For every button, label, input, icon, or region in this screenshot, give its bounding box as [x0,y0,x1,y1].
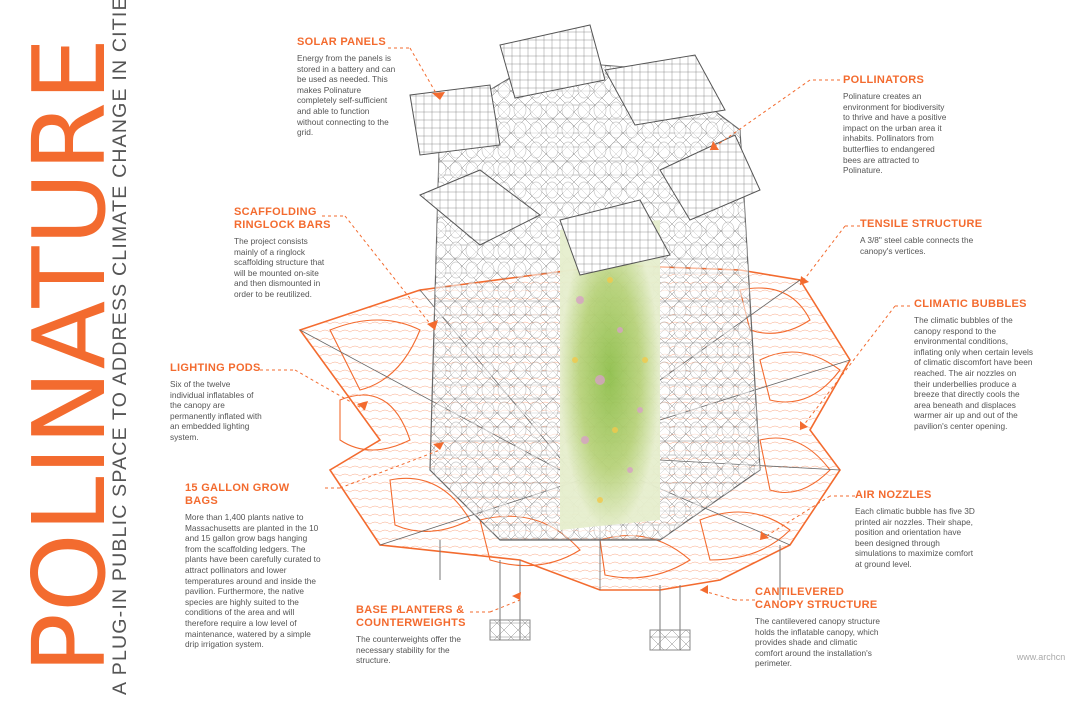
callout-body: More than 1,400 plants native to Massach… [185,512,321,650]
callout-base-planters: BASE PLANTERS & COUNTERWEIGHTS The count… [356,604,474,666]
callout-tensile: TENSILE STRUCTURE A 3/8" steel cable con… [860,218,985,256]
callout-body: The counterweights offer the necessary s… [356,634,462,666]
callout-air-nozzles: AIR NOZZLES Each climatic bubble has fiv… [855,489,975,570]
callout-body: A 3/8" steel cable connects the canopy's… [860,235,974,256]
callout-heading: CLIMATIC BUBBLES [914,298,1027,310]
callout-heading: BASE PLANTERS & COUNTERWEIGHTS [356,604,466,629]
callout-body: Polinature creates an environment for bi… [843,91,947,176]
callout-climatic-bubbles: CLIMATIC BUBBLES The climatic bubbles of… [914,298,1034,432]
callout-pollinators: POLLINATORS Polinature creates an enviro… [843,74,949,176]
watermark: www.archcn [1016,652,1066,662]
callout-grow-bags: 15 GALLON GROW BAGS More than 1,400 plan… [185,482,325,650]
callout-heading: POLLINATORS [843,74,925,86]
callout-body: The climatic bubbles of the canopy respo… [914,315,1033,431]
callout-solar-panels: SOLAR PANELS Energy from the panels is s… [297,36,397,138]
callout-body: Each climatic bubble has five 3D printed… [855,506,975,569]
callout-body: Six of the twelve individual inflatables… [170,379,262,442]
callout-body: The project consists mainly of a ringloc… [234,236,325,299]
callout-heading: LIGHTING PODS [170,362,261,374]
callout-body: The cantilevered canopy structure holds … [755,616,880,669]
callout-lighting-pods: LIGHTING PODS Six of the twelve individu… [170,362,266,443]
leader-arrowheads [357,92,809,600]
callout-heading: AIR NOZZLES [855,489,932,501]
callout-scaffolding: SCAFFOLDING RINGLOCK BARS The project co… [234,206,334,300]
callout-heading: SCAFFOLDING RINGLOCK BARS [234,206,331,231]
callout-heading: 15 GALLON GROW BAGS [185,482,290,507]
callout-heading: TENSILE STRUCTURE [860,218,983,230]
leader-lines [260,47,910,613]
solar-panel-array [409,24,761,276]
callout-cantilevered: CANTILEVERED CANOPY STRUCTURE The cantil… [755,586,880,669]
callout-heading: CANTILEVERED CANOPY STRUCTURE [755,586,878,611]
callout-heading: SOLAR PANELS [297,36,386,48]
callout-body: Energy from the panels is stored in a ba… [297,53,396,138]
scaffold-legs [439,540,781,651]
